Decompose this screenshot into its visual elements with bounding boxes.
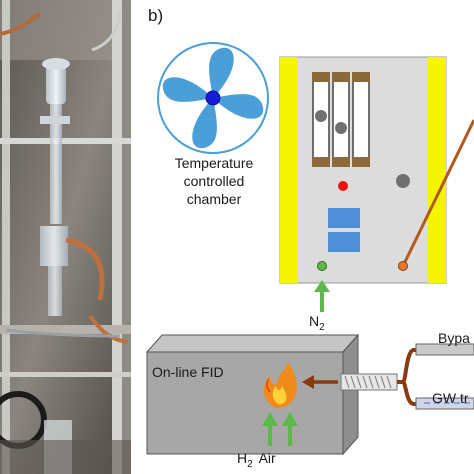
fid-label: On-line FID (152, 364, 224, 380)
setup-photo (0, 0, 131, 474)
chamber-box (279, 56, 447, 284)
n2-inlet (317, 261, 327, 271)
air-arrow-icon (282, 412, 298, 446)
red-indicator (338, 181, 348, 191)
flame-icon (263, 362, 297, 408)
n2-arrow-icon (314, 280, 330, 312)
n2-subscript: 2 (319, 321, 325, 333)
branch-pipes (397, 343, 474, 410)
fid-box (145, 333, 360, 456)
n2-label: N2 (309, 313, 325, 333)
gas-labels: H2 Air (237, 450, 276, 470)
h2-symbol: H (237, 450, 248, 466)
bypass-label: Bypa (438, 330, 470, 346)
n2-symbol: N (309, 313, 320, 329)
h2-arrow-icon (262, 412, 278, 446)
chamber-caption-line-3: chamber (186, 191, 242, 207)
panel-label: b) (148, 6, 164, 25)
probe-line (401, 119, 474, 267)
fan-icon (157, 42, 269, 154)
adsorption-columns (312, 72, 370, 167)
sample-flow-arrow-icon (302, 375, 338, 389)
chamber-caption-line-1: Temperature (174, 155, 254, 171)
chamber-caption: Temperature controlled chamber (150, 154, 278, 208)
air-label: Air (258, 450, 276, 466)
gw-trap-label: GW tr (432, 390, 469, 406)
fid-connector (340, 373, 398, 391)
sample-dot (396, 174, 410, 188)
probe-tip (398, 261, 408, 271)
chamber-caption-line-2: controlled (183, 173, 245, 189)
setup-photo-illustration (0, 0, 131, 474)
blue-blocks (328, 208, 360, 252)
h2-subscript: 2 (247, 458, 253, 470)
